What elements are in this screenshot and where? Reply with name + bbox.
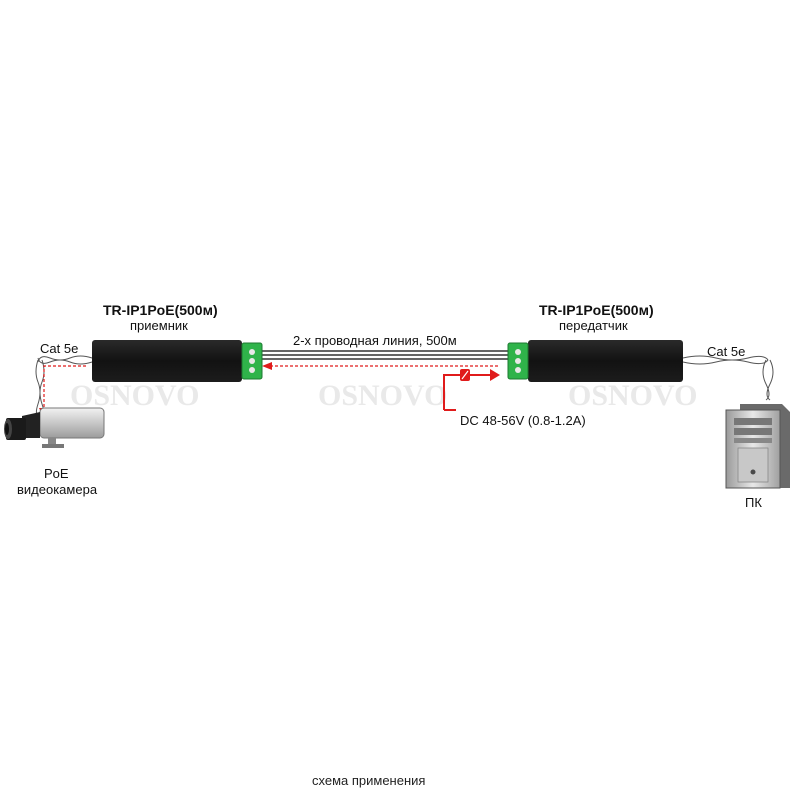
pc-label: ПК — [745, 495, 762, 510]
cable-right-label: Cat 5e — [707, 344, 746, 359]
camera-icon — [4, 407, 105, 448]
receiver-role-label: приемник — [130, 318, 188, 333]
line-label: 2-х проводная линия, 500м — [293, 333, 457, 348]
power-input — [443, 369, 500, 411]
camera-label: видеокамера — [17, 482, 98, 497]
svg-text:OSNOVO: OSNOVO — [70, 379, 199, 412]
cable-left-label: Cat 5e — [40, 341, 79, 356]
right-cable — [682, 355, 774, 401]
diagram-caption: схема применения — [312, 773, 426, 788]
transmitter-unit — [507, 340, 683, 382]
transmitter-model-label: TR-IP1PoE(500м) — [539, 302, 654, 318]
power-label: DC 48-56V (0.8-1.2A) — [460, 413, 586, 428]
camera-label-poe: PoE — [44, 466, 69, 481]
svg-text:OSNOVO: OSNOVO — [568, 379, 697, 412]
two-wire-line — [262, 350, 508, 370]
pc-tower-icon — [725, 404, 790, 489]
watermark: OSNOVO OSNOVO OSNOVO — [70, 379, 697, 412]
receiver-unit — [92, 340, 263, 382]
transmitter-role-label: передатчик — [559, 318, 628, 333]
svg-text:OSNOVO: OSNOVO — [318, 379, 447, 412]
receiver-model-label: TR-IP1PoE(500м) — [103, 302, 218, 318]
